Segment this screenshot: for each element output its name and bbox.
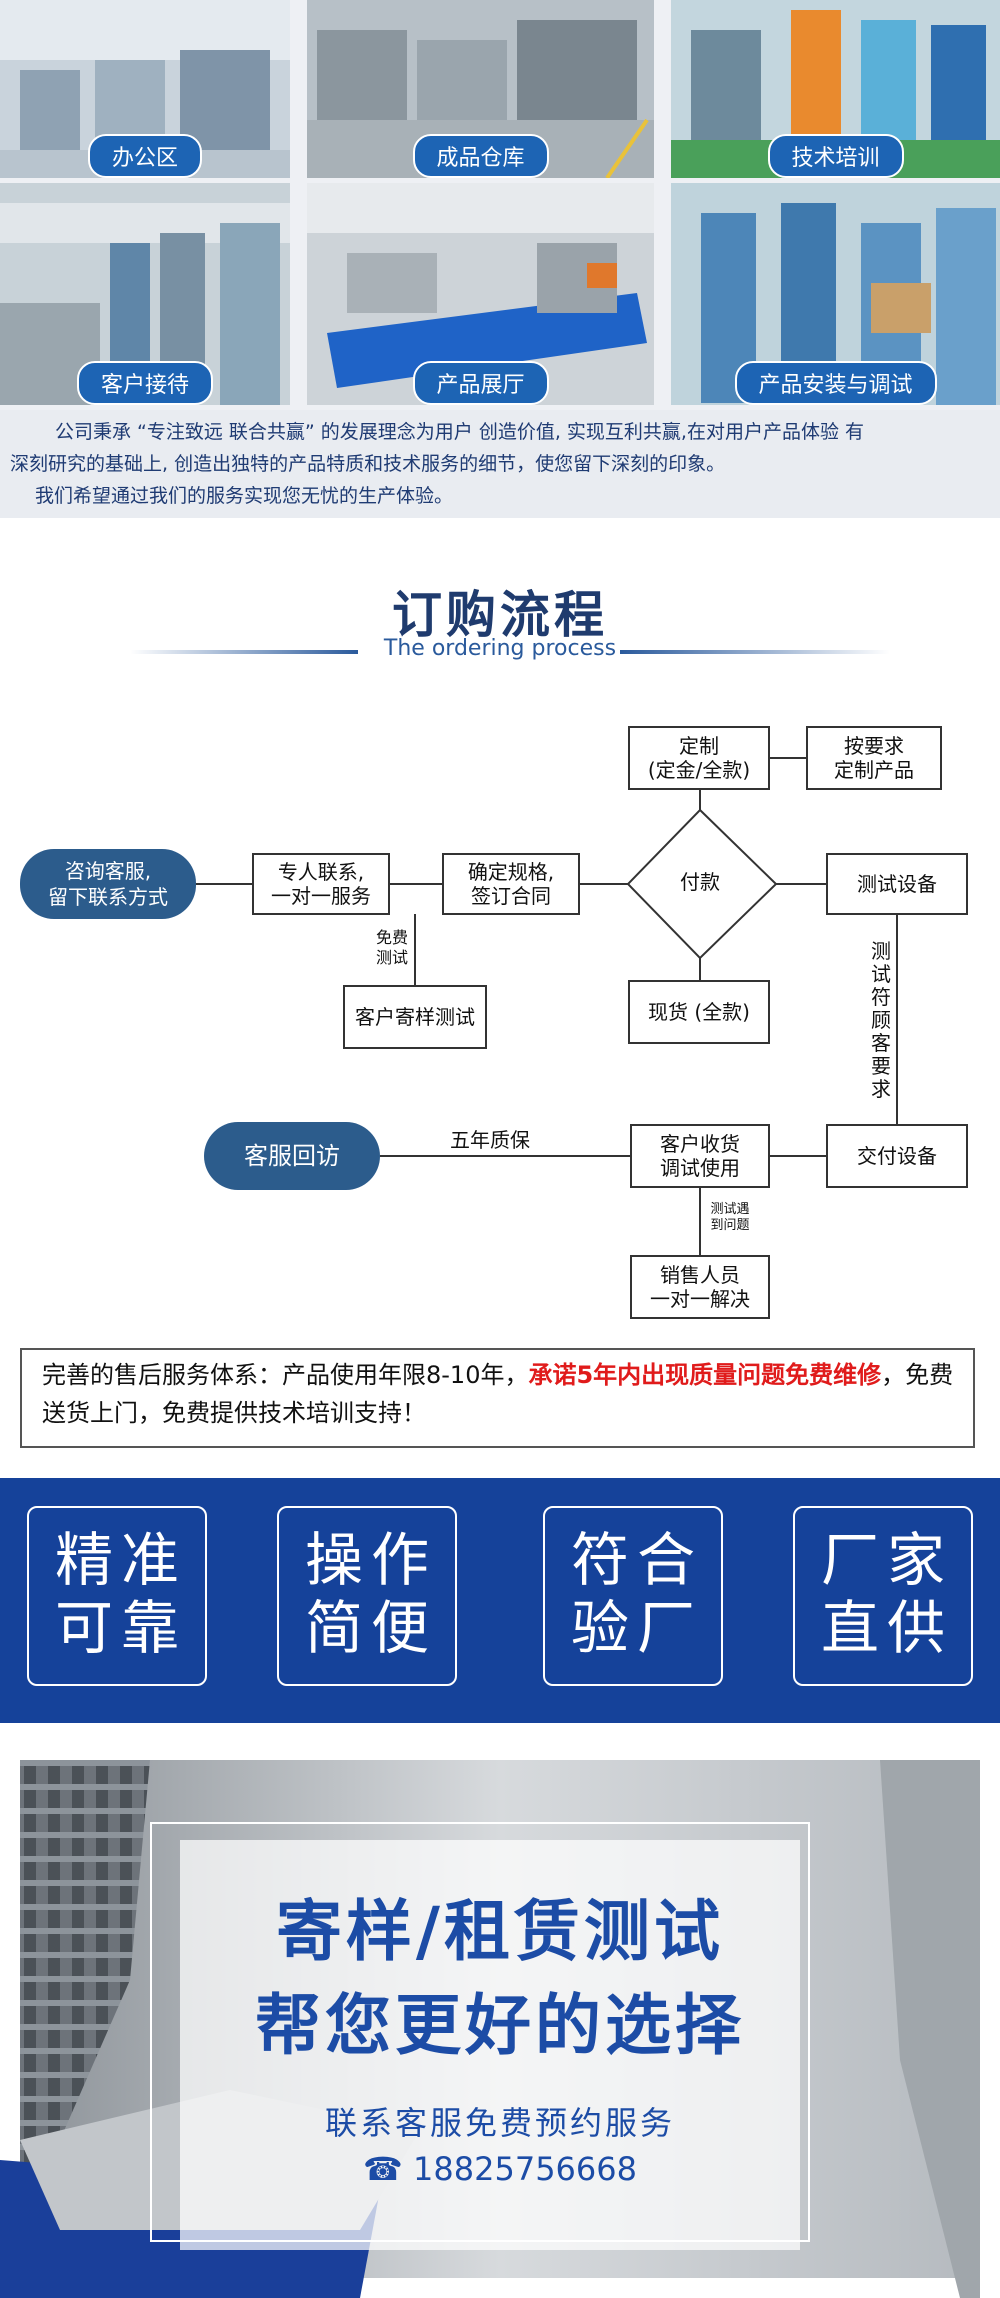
- photo-reception: 客户接待: [0, 183, 290, 405]
- photo-showroom: 产品展厅: [307, 183, 654, 405]
- photo-warehouse: 成品仓库: [307, 0, 654, 178]
- node-test-device: 测试设备: [826, 853, 968, 915]
- feature-precise: 精准 可靠: [27, 1506, 207, 1686]
- banner-subheadline: 帮您更好的选择: [255, 1987, 745, 2064]
- label-free-test: 免费 测试: [375, 928, 408, 967]
- banner-panel: [180, 1840, 800, 2250]
- feature-easy: 操作 简便: [277, 1506, 457, 1686]
- photo-installation: 产品安装与调试: [671, 183, 1000, 405]
- photo-caption: 产品展厅: [412, 361, 549, 405]
- feature-line: 厂家: [821, 1526, 954, 1594]
- feature-line: 精准: [55, 1526, 188, 1594]
- node-sample-test: 客户寄样测试: [343, 985, 487, 1049]
- flow-connectors: [196, 757, 898, 1255]
- feature-line: 直供: [821, 1594, 954, 1662]
- banner-headline: 寄样/租赁测试: [275, 1893, 725, 1970]
- photo-caption: 成品仓库: [412, 134, 549, 178]
- guarantee-highlight: 承诺5年内出现质量问题免费维修: [528, 1361, 882, 1389]
- node-contact: 专人联系, 一对一服务: [252, 853, 390, 915]
- label-warranty: 五年质保: [450, 1128, 530, 1152]
- label-meets-requirement: 测试符顾客要求: [871, 939, 891, 1101]
- feature-line: 可靠: [55, 1594, 188, 1662]
- guarantee-text: 完善的售后服务体系：产品使用年限8-10年，: [42, 1361, 529, 1389]
- feature-line: 符合: [571, 1526, 704, 1594]
- photo-caption: 技术培训: [767, 134, 904, 178]
- banner-phone[interactable]: ☎ 18825756668: [363, 2150, 637, 2188]
- node-consult: 咨询客服, 留下联系方式: [20, 849, 196, 919]
- photo-training: 技术培训: [671, 0, 1000, 178]
- feature-audit: 符合 验厂: [543, 1506, 723, 1686]
- photo-office: 办公区: [0, 0, 290, 178]
- node-after-visit: 客服回访: [204, 1122, 380, 1190]
- photo-caption: 办公区: [87, 134, 203, 178]
- node-sales: 销售人员 一对一解决: [630, 1255, 770, 1319]
- node-deliver: 交付设备: [826, 1124, 968, 1188]
- node-custom: 定制 (定金/全款): [628, 726, 770, 790]
- node-stock: 现货 (全款): [628, 980, 770, 1044]
- company-intro: 公司秉承 “专注致远 联合共赢” 的发展理念为用户 创造价值, 实现互利共赢,在…: [0, 410, 1000, 518]
- feature-direct: 厂家 直供: [793, 1506, 973, 1686]
- office-image: [0, 0, 290, 178]
- node-receive: 客户收货 调试使用: [630, 1124, 770, 1188]
- order-flowchart: 咨询客服, 留下联系方式 专人联系, 一对一服务 确定规格, 签订合同 定制 (…: [0, 700, 1000, 1330]
- photo-gallery: 办公区 成品仓库 技术培训: [0, 0, 1000, 518]
- label-problem: 测试遇 到问题: [710, 1202, 750, 1233]
- photo-caption: 产品安装与调试: [734, 361, 937, 405]
- feature-line: 简便: [305, 1594, 438, 1662]
- sample-test-banner: 寄样/租赁测试 帮您更好的选择 联系客服免费预约服务 ☎ 18825756668: [0, 1760, 1000, 2298]
- node-payment: 付款: [680, 870, 720, 894]
- banner-cta[interactable]: 联系客服免费预约服务: [324, 2104, 675, 2142]
- photo-caption: 客户接待: [76, 361, 214, 405]
- process-title: 订购流程: [392, 586, 608, 644]
- title-divider-left: [130, 650, 358, 654]
- intro-line: 深刻研究的基础上, 创造出独特的产品特质和技术服务的细节，使您留下深刻的印象。: [10, 453, 726, 475]
- guarantee-text-end: ，免费送货上门，免费提供技术培训支持！: [42, 1361, 954, 1427]
- feature-line: 验厂: [571, 1594, 704, 1662]
- after-sales-guarantee: 完善的售后服务体系：产品使用年限8-10年，承诺5年内出现质量问题免费维修，免费…: [20, 1348, 975, 1448]
- node-custom-requirement: 按要求 定制产品: [806, 726, 942, 790]
- process-subtitle: The ordering process: [383, 636, 617, 661]
- intro-line: 公司秉承 “专注致远 联合共赢” 的发展理念为用户 创造价值, 实现互利共赢,在…: [55, 421, 865, 443]
- feature-line: 操作: [305, 1526, 438, 1594]
- node-confirm: 确定规格, 签订合同: [442, 853, 580, 915]
- intro-line: 我们希望通过我们的服务实现您无忧的生产体验。: [35, 485, 454, 507]
- warehouse-image: [307, 0, 654, 178]
- feature-band: 精准 可靠 操作 简便 符合 验厂 厂家 直供: [0, 1478, 1000, 1723]
